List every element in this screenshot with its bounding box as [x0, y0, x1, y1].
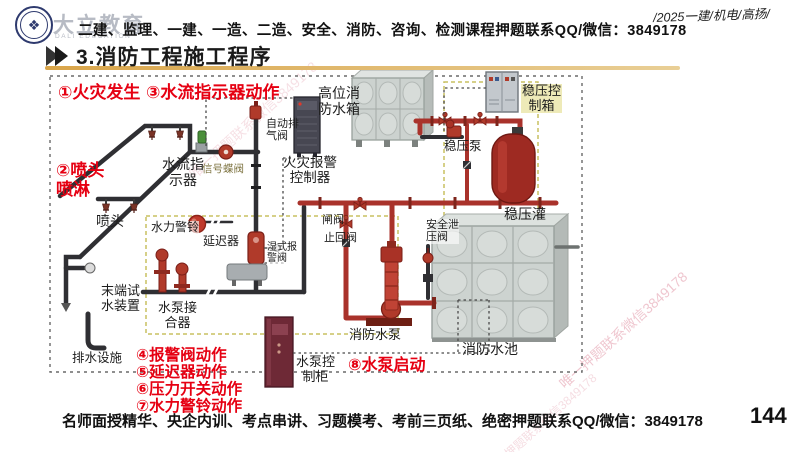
label-delayer: 延迟器	[203, 234, 240, 249]
diagram-border	[49, 75, 583, 373]
label-air-vent: 自动排 气阀	[266, 118, 299, 143]
title-row: 3.消防工程施工程序	[46, 41, 272, 71]
logo-clover-icon: ❖	[20, 11, 48, 39]
course-promo-line: 二建、监理、一建、一造、二造、安全、消防、咨询、检测课程押题联系QQ/微信：38…	[78, 23, 687, 39]
brand-logo-icon: ❖	[15, 6, 53, 44]
step-1-annotation: ①火灾发生	[58, 83, 141, 102]
step-2-annotation: ②喷头 喷淋	[56, 161, 105, 199]
label-alarm-controller: 火灾报警 控制器	[283, 155, 337, 186]
chevron-icon	[55, 46, 68, 66]
label-pump-cabinet: 水泵控 制柜	[296, 354, 336, 384]
label-pressure-tank: 稳压灌	[504, 206, 546, 222]
label-high-tank: 高位消 防水箱	[318, 85, 360, 117]
high-tank-graphic	[350, 68, 435, 147]
footer-promo-line: 名师面授精华、央企内训、考点串讲、习题模考、考前三页纸、绝密押题联系QQ/微信：…	[62, 413, 703, 430]
label-fire-pump: 消防水泵	[349, 327, 402, 342]
control-box-graphic	[485, 71, 519, 113]
label-check-valve: 止回阀	[324, 232, 357, 244]
label-drain: 排水设施	[72, 351, 123, 365]
page-title: 3.消防工程施工程序	[76, 46, 272, 69]
page-number: 144	[750, 403, 787, 428]
label-flow-indicator: 水流指 示器	[162, 156, 204, 188]
title-underline	[45, 66, 680, 70]
label-signal-valve: 信号蝶阀	[202, 163, 244, 175]
label-fire-pool: 消防水池	[462, 341, 518, 357]
pump-coupler-graphic	[154, 248, 190, 293]
brand-name: 大立教育	[53, 14, 145, 37]
step-6-annotation: ⑥压力开关动作	[136, 381, 243, 398]
label-wet-valve: 湿式报 警阀	[267, 242, 297, 265]
fire-pump-graphic	[366, 241, 412, 326]
brand-subtitle: DALI EDUCATION	[55, 33, 132, 40]
stabilizer-pump-graphic	[445, 119, 462, 138]
black-piping	[57, 112, 580, 351]
butterfly-valve-graphic	[218, 144, 234, 160]
valve-icon	[462, 160, 472, 170]
end-test-graphic	[61, 262, 96, 312]
step-7-annotation: ⑦水力警铃动作	[136, 398, 243, 415]
step-8-annotation: ⑧水泵启动	[348, 357, 426, 374]
label-relief-valve: 安全泄 压阀	[426, 219, 459, 244]
step-5-annotation: ⑤延迟器动作	[136, 364, 227, 381]
label-sprinkler: 喷头	[96, 213, 124, 229]
step-3-annotation: ③水流指示器动作	[146, 83, 280, 102]
alarm-controller-graphic	[293, 96, 321, 157]
label-alarm-bell: 水力警铃	[151, 220, 200, 235]
valve-icon	[353, 196, 367, 211]
relief-valve-graphic	[422, 248, 434, 282]
fire-pool-tank-graphic	[430, 212, 570, 342]
pump-cabinet-graphic	[264, 316, 294, 388]
label-stabilizer-pump: 稳压泵	[444, 139, 482, 153]
step-4-annotation: ④报警阀动作	[136, 347, 227, 364]
corner-note: /2025一建/机电/高扬/	[652, 6, 770, 26]
label-control-box: 稳压控 制箱	[521, 83, 563, 114]
delayer-graphic	[226, 263, 268, 286]
pipe-flanges	[251, 116, 542, 309]
flow-indicator-graphic	[195, 130, 208, 153]
pipe-break-marks	[203, 215, 223, 300]
label-end-test: 末端试 水装置	[101, 283, 141, 313]
label-pump-coupler: 水泵接 合器	[158, 300, 198, 330]
air-vent-graphic	[249, 101, 262, 120]
pressure-tank-graphic	[491, 127, 536, 204]
label-gate-valve: 闸阀	[322, 214, 344, 226]
